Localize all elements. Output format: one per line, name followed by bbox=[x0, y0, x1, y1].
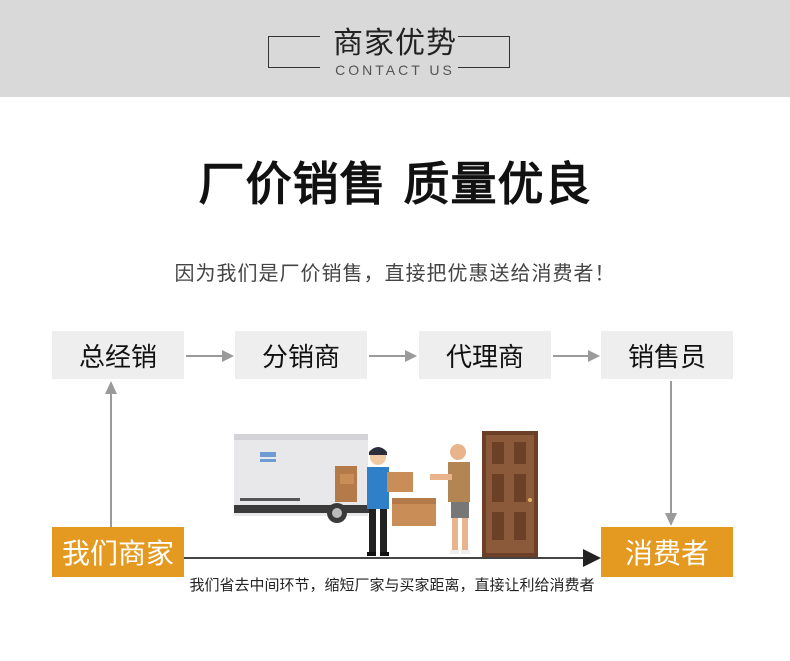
header-title: 商家优势 bbox=[333, 26, 457, 61]
consumer-box: 消费者 bbox=[601, 527, 733, 577]
direct-note: 我们省去中间环节，缩短厂家与买家距离，直接让利给消费者 bbox=[189, 576, 595, 594]
chain-sub-distributor: 分销商 bbox=[235, 331, 367, 379]
our-merchant-box: 我们商家 bbox=[52, 527, 184, 577]
door-illustration bbox=[482, 431, 538, 557]
headline: 厂价销售 质量优良 bbox=[198, 157, 592, 211]
header-frame bbox=[268, 28, 510, 70]
delivery-truck-illustration bbox=[234, 434, 374, 523]
courier-illustration bbox=[367, 447, 436, 556]
direct-arrow-icon bbox=[583, 549, 601, 567]
chain-salesperson: 销售员 bbox=[601, 331, 733, 379]
header-band: 商家优势 CONTACT US bbox=[0, 0, 790, 97]
chain-general-distributor: 总经销 bbox=[52, 331, 184, 379]
header-subtitle: CONTACT US bbox=[335, 62, 455, 78]
customer-illustration bbox=[430, 444, 470, 554]
chain-agent: 代理商 bbox=[419, 331, 551, 379]
subline: 因为我们是厂价销售，直接把优惠送给消费者！ bbox=[174, 261, 616, 285]
